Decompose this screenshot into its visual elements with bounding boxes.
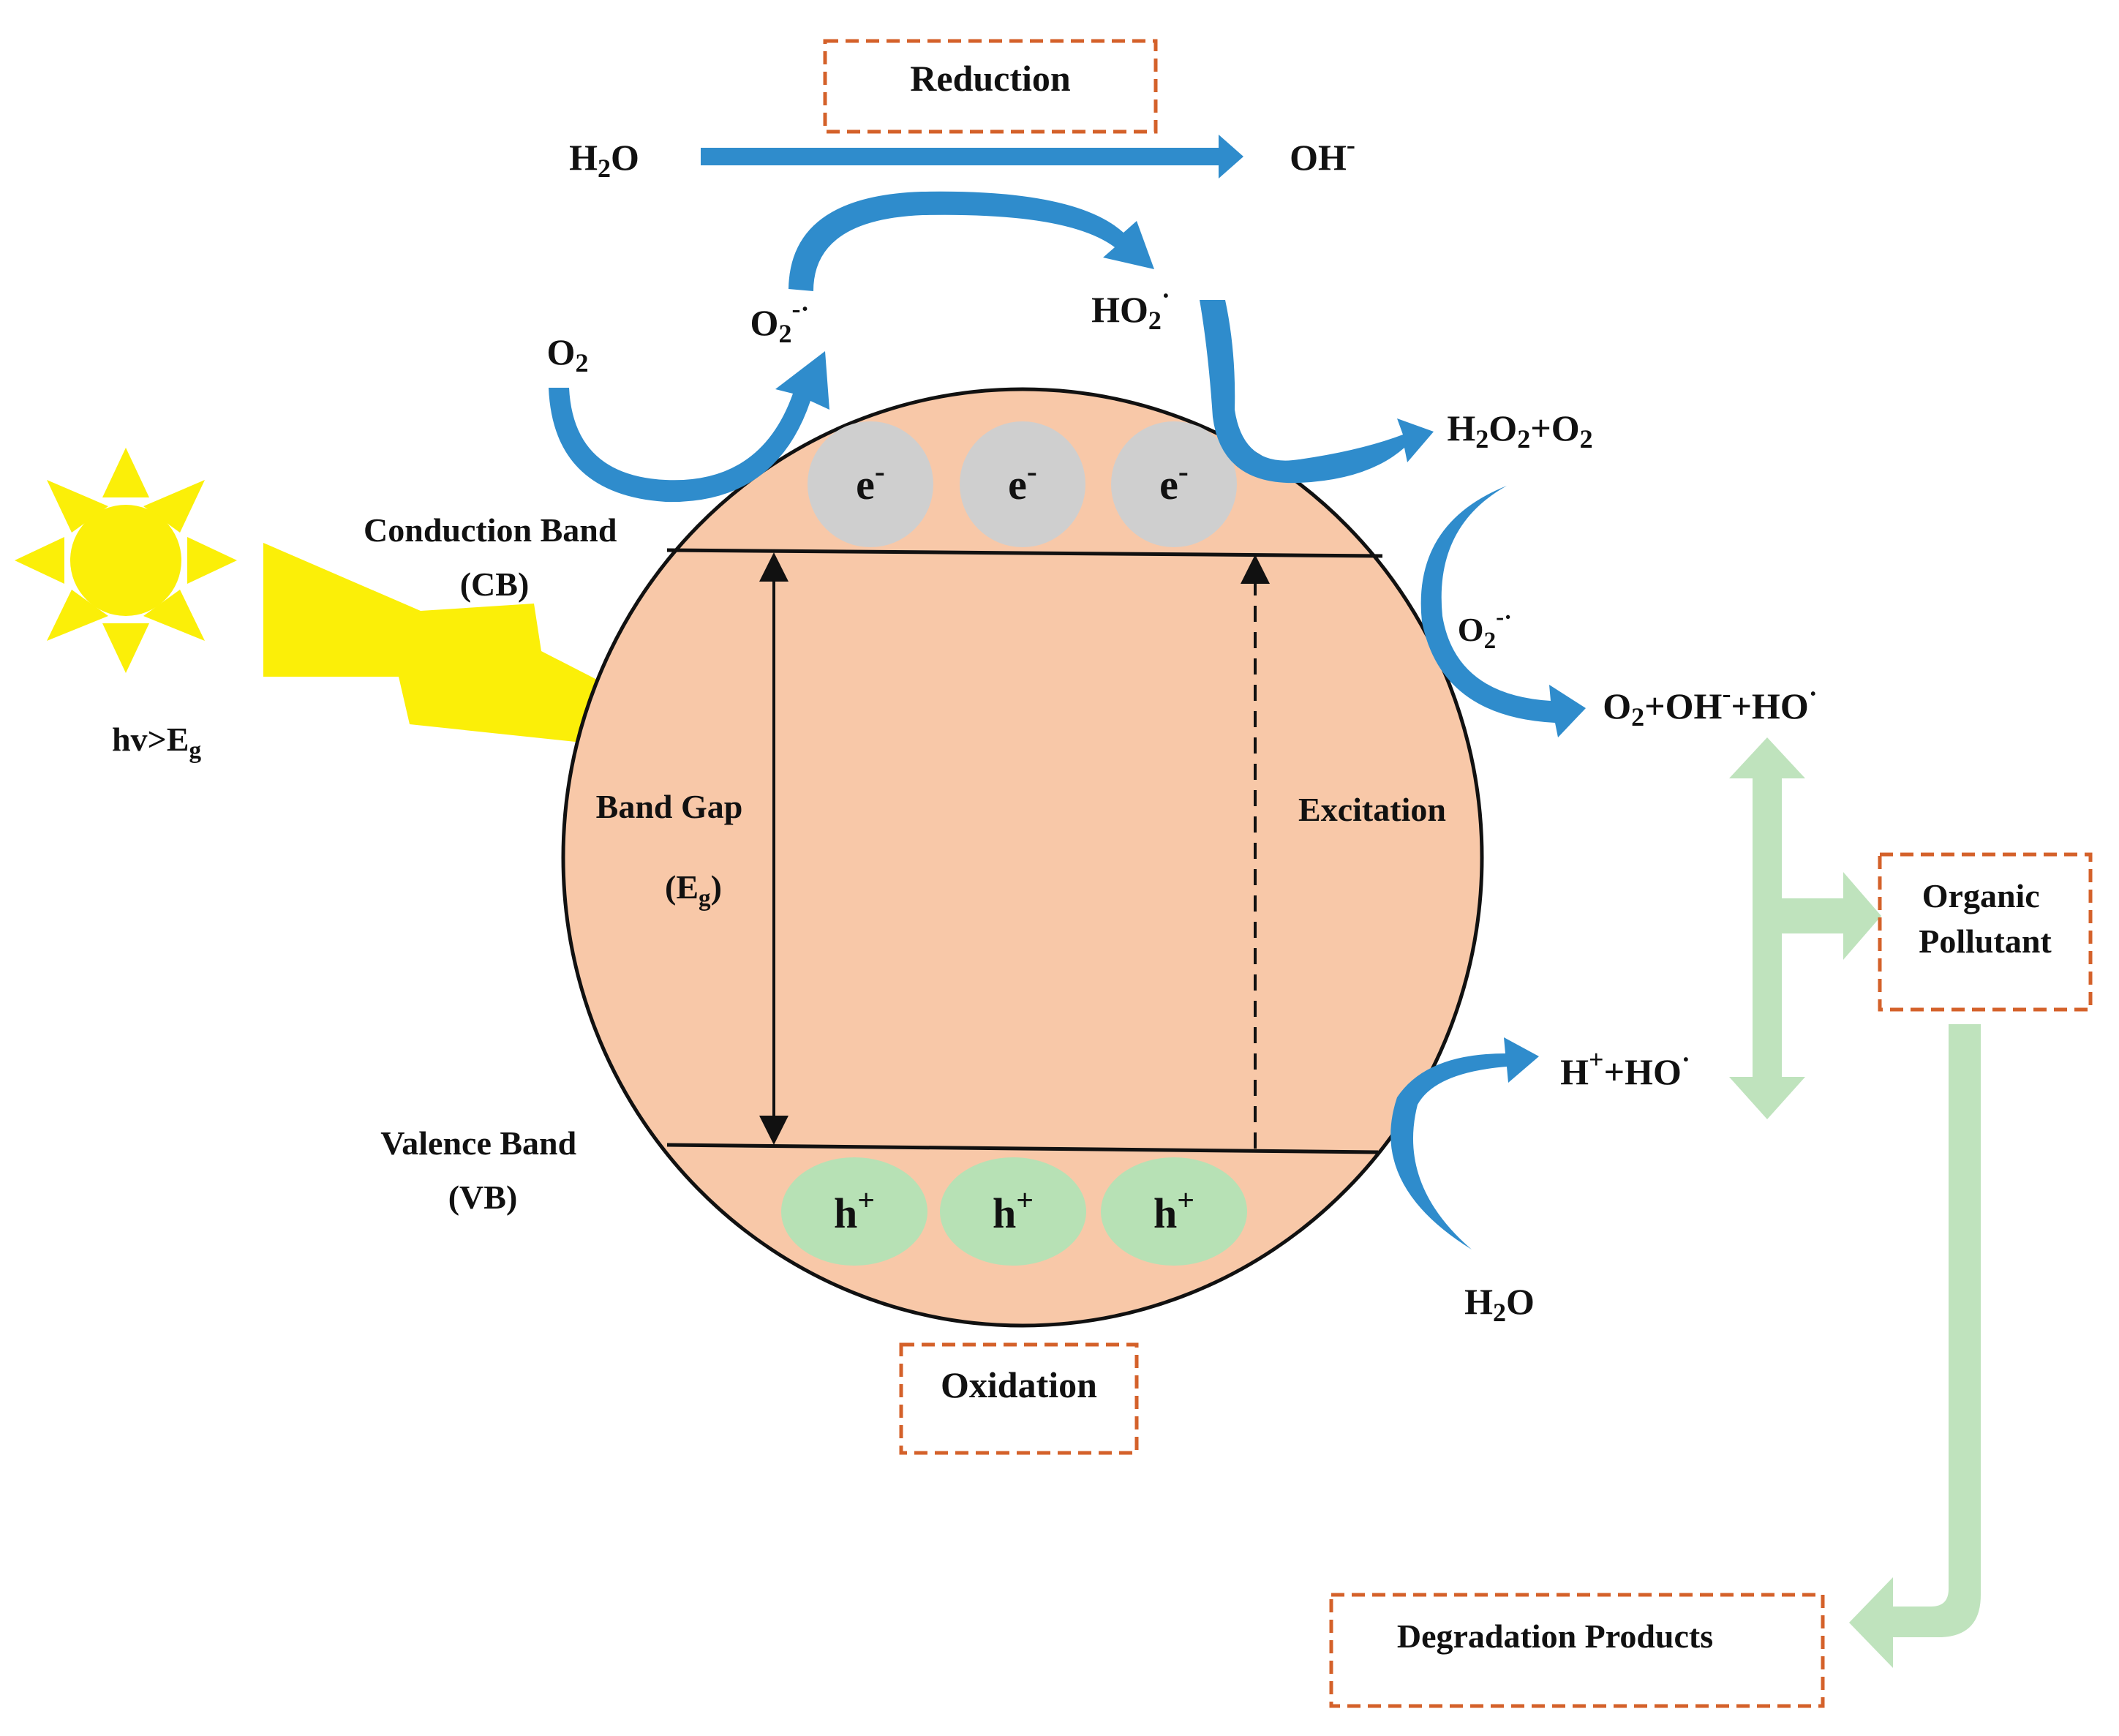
electron: e- [808, 421, 933, 547]
reduction-box [823, 39, 1158, 134]
oxidation-label: Oxidation [941, 1364, 1097, 1405]
svg-text:h+: h+ [1153, 1184, 1194, 1237]
superoxide-right-label: O2-· [1458, 604, 1512, 654]
hydroperoxyl-label: HO2· [1091, 281, 1170, 335]
arrow-to-degradation-products [1849, 1024, 1981, 1668]
band-gap-label: Band Gap [596, 788, 743, 825]
conduction-band-label: Conduction Band (CB) [364, 511, 625, 603]
oxygen-hydroxide-radical-label: O2+OH-+HO· [1603, 679, 1817, 732]
degradation-products-box [1329, 1593, 1825, 1708]
sun-rays [15, 448, 237, 673]
svg-text:e-: e- [1159, 455, 1189, 508]
curved-arrow-h2o [1390, 1037, 1539, 1250]
valence-band-line [666, 1143, 1379, 1154]
electron: e- [960, 421, 1085, 547]
sun-icon [15, 448, 237, 673]
curved-arrow-o2 [549, 351, 829, 503]
oxygen-label: O2 [547, 331, 589, 377]
degradation-products-label: Degradation Products [1397, 1617, 1713, 1655]
curved-arrow-o2-radical [788, 191, 1154, 291]
blue-arrows [549, 135, 1586, 1250]
dashed-boxes [823, 39, 2093, 1708]
sun-disc [70, 505, 181, 616]
hydroxide-label: OH- [1290, 130, 1355, 178]
svg-text:h+: h+ [834, 1184, 875, 1237]
hole: h+ [940, 1157, 1086, 1266]
hydrogen-peroxide-oxygen-label: H2O2+O2 [1447, 407, 1592, 454]
h2o-bottom-label: H2O [1464, 1281, 1535, 1327]
electron: e- [1111, 421, 1237, 547]
band-gap-symbol: (Eg) [665, 868, 722, 912]
superoxide-left-label: O2-· [750, 294, 810, 348]
arrow-to-organic-pollutant [1782, 872, 1881, 960]
green-arrows [1729, 737, 1981, 1668]
hole: h+ [1101, 1157, 1247, 1266]
semiconductor-particle [561, 387, 1484, 1328]
reduction-label: Reduction [910, 58, 1071, 99]
curved-arrow-ho2 [1200, 300, 1434, 484]
valence-band-label: Valence Band (VB) [380, 1124, 584, 1216]
oxidation-box [899, 1342, 1139, 1455]
organic-pollutant-label: Organic Pollutant [1919, 877, 2052, 960]
svg-text:e-: e- [856, 455, 885, 508]
hole-group: h+ h+ h+ [781, 1157, 1247, 1266]
hole: h+ [781, 1157, 927, 1266]
electron-group: e- e- e- [808, 421, 1237, 547]
reduction-arrow [701, 135, 1243, 179]
svg-text:e-: e- [1008, 455, 1037, 508]
curved-arrow-o2-radical-right [1420, 486, 1586, 737]
double-arrow-vertical [1729, 737, 1805, 1119]
photon-energy-label: hv>Eg [112, 721, 201, 764]
organic-pollutant-box [1878, 852, 2093, 1012]
proton-hydroxyl-label: H++HO· [1560, 1045, 1690, 1092]
h2o-top-label: H2O [569, 137, 639, 183]
svg-text:h+: h+ [993, 1184, 1034, 1237]
excitation-label: Excitation [1298, 791, 1446, 828]
